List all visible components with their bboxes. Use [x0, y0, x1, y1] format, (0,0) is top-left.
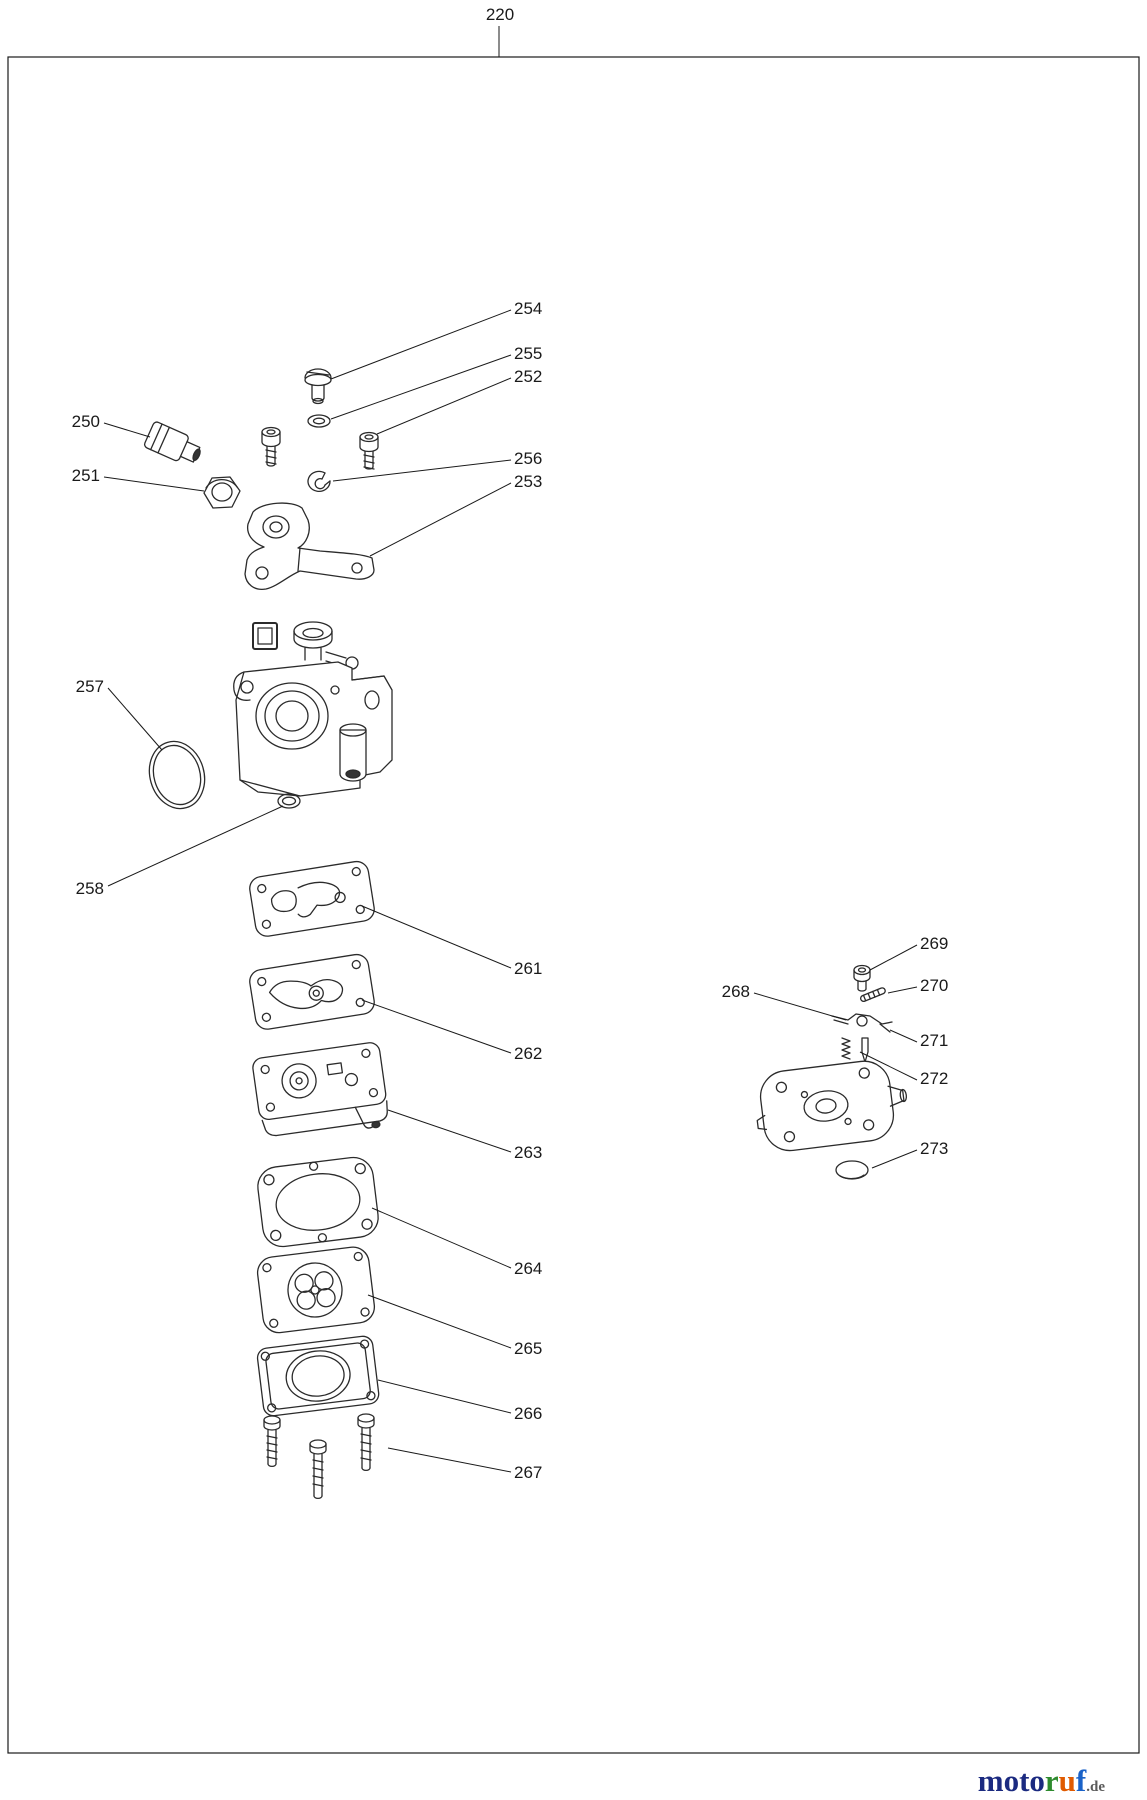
leader-line-263 [387, 1109, 512, 1153]
leader-line-250 [103, 422, 151, 438]
leader-line-268 [753, 992, 847, 1021]
leader-line-271 [889, 1029, 918, 1043]
callout-label-252: 252 [514, 367, 542, 386]
callout-label-269: 269 [920, 934, 948, 953]
part-250-fitting-icon [143, 421, 201, 463]
callout-label-253: 253 [514, 472, 542, 491]
leader-line-262 [361, 999, 512, 1054]
callout-label-254: 254 [514, 299, 542, 318]
part-251-nut-icon [203, 476, 241, 509]
part-265-diaphragm-icon [256, 1246, 376, 1334]
callout-label-262: 262 [514, 1044, 542, 1063]
logo-letter: moto [977, 1763, 1045, 1798]
leader-line-261 [361, 905, 512, 969]
part-268-body-icon [756, 1060, 908, 1152]
leader-line-269 [869, 944, 918, 971]
part-254-screw-icon [304, 368, 332, 405]
callout-label-220: 220 [486, 5, 514, 24]
callout-label-268: 268 [722, 982, 750, 1001]
part-264-gasket-icon [257, 1156, 379, 1248]
leader-line-266 [377, 1379, 512, 1414]
part-266-cover-icon [256, 1335, 380, 1417]
part-261-gasket-icon [249, 860, 375, 937]
leader-line-254 [330, 309, 512, 380]
callout-label-261: 261 [514, 959, 542, 978]
part-269-screw-icon [853, 964, 871, 992]
callout-label-256: 256 [514, 449, 542, 468]
part-255-washer-icon [307, 414, 331, 428]
part-carburetor-body-icon [233, 621, 393, 797]
logo-letter: u [1058, 1763, 1076, 1798]
part-263-pump-body-icon [252, 1042, 388, 1137]
leader-line-273 [871, 1149, 918, 1169]
callout-label-255: 255 [514, 344, 542, 363]
part-253-bracket-icon [244, 502, 375, 590]
part-252-screw-icon [359, 431, 379, 470]
callout-label-258: 258 [76, 879, 104, 898]
leader-line-258 [107, 805, 284, 887]
part-256-eclip-icon [307, 470, 331, 492]
callout-label-264: 264 [514, 1259, 542, 1278]
callout-label-257: 257 [76, 677, 104, 696]
leader-line-251 [103, 476, 205, 492]
callout-label-265: 265 [514, 1339, 542, 1358]
part-267-screws-icon [263, 1413, 375, 1500]
leader-line-253 [369, 482, 512, 557]
leader-line-265 [367, 1294, 512, 1349]
part-257-seal-icon [148, 740, 206, 810]
part-271-lever-icon [831, 1013, 893, 1033]
leader-line-270 [887, 986, 918, 994]
part-258-oring-icon [277, 793, 301, 809]
callout-label-266: 266 [514, 1404, 542, 1423]
leader-line-264 [371, 1207, 512, 1269]
part-262-diaphragm-icon [249, 953, 375, 1030]
callout-layer: 220 254 255 252 250 251 256 253 257 258 261 262 263 2… [72, 5, 949, 1482]
motoruf-logo[interactable]: motoruf.de [978, 1765, 1105, 1796]
leader-line-257 [107, 687, 163, 751]
callout-label-250: 250 [72, 412, 100, 431]
logo-letter: f [1075, 1763, 1087, 1798]
diagram-frame [7, 56, 1140, 1754]
logo-letter: r [1044, 1763, 1059, 1798]
part-252-left-screw-icon [261, 426, 281, 467]
callout-label-251: 251 [72, 466, 100, 485]
part-273-plug-icon [835, 1160, 869, 1180]
leader-line-252 [376, 377, 512, 435]
leader-line-256 [332, 459, 512, 482]
leader-line-255 [330, 354, 512, 420]
callout-label-267: 267 [514, 1463, 542, 1482]
callout-label-270: 270 [920, 976, 948, 995]
part-270-pin-icon [860, 987, 886, 1003]
callout-label-272: 272 [920, 1069, 948, 1088]
callout-label-263: 263 [514, 1143, 542, 1162]
leader-line-272 [859, 1051, 918, 1081]
leader-line-267 [387, 1447, 512, 1473]
callout-label-273: 273 [920, 1139, 948, 1158]
callout-label-271: 271 [920, 1031, 948, 1050]
logo-letter: .de [1086, 1779, 1105, 1795]
part-272-spring-needle-icon [841, 1037, 869, 1063]
